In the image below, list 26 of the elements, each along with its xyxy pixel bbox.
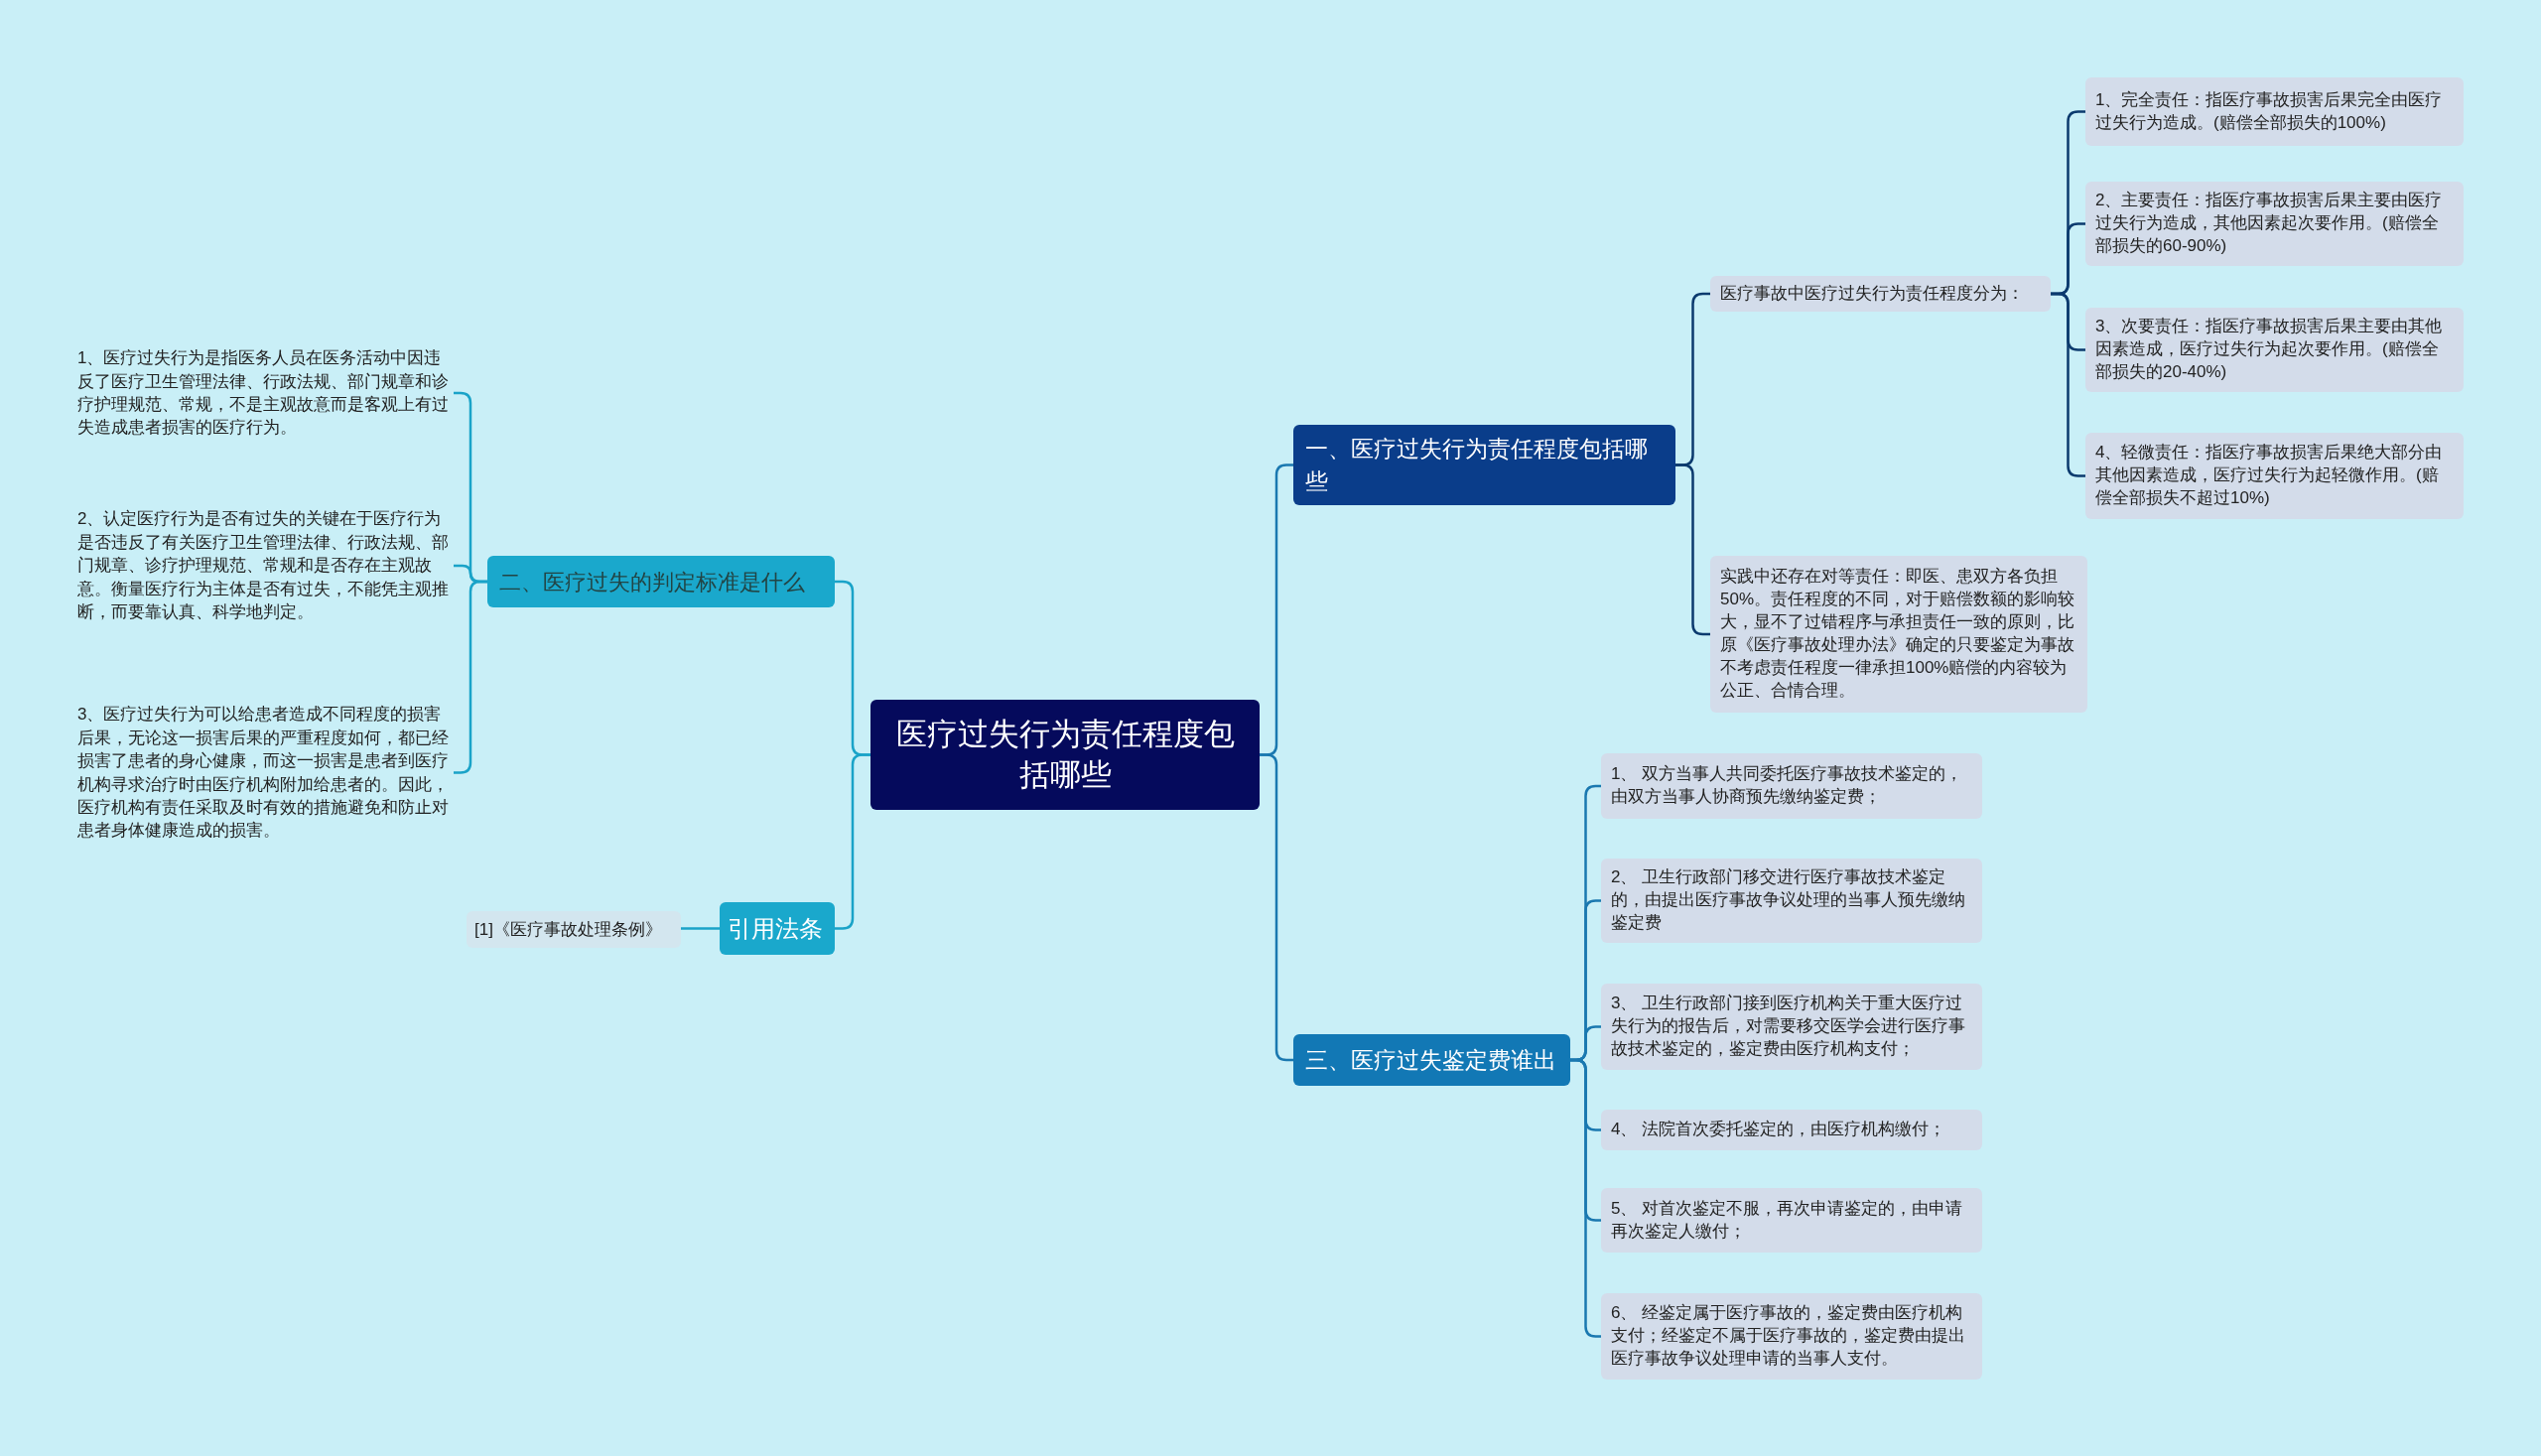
branch-topic: 引用法条 bbox=[720, 902, 835, 955]
subtopic-box: 1、完全责任：指医疗事故损害后果完全由医疗过失行为造成。(赔偿全部损失的100%) bbox=[2085, 77, 2464, 146]
connector-line bbox=[1260, 753, 1293, 1062]
connector-line bbox=[1675, 463, 1710, 636]
subtopic-box: 5、 对首次鉴定不服，再次申请鉴定的，由申请再次鉴定人缴付； bbox=[1601, 1188, 1982, 1253]
subtopic-box: 2、主要责任：指医疗事故损害后果主要由医疗过失行为造成，其他因素起次要作用。(赔偿全部损失的60-90%) bbox=[2085, 182, 2464, 266]
branch-topic: 一、医疗过失行为责任程度包括哪些 bbox=[1293, 425, 1675, 505]
connector-line bbox=[2051, 292, 2085, 477]
connector-line bbox=[681, 927, 720, 930]
citation-box: [1]《医疗事故处理条例》 bbox=[467, 911, 681, 948]
connector-line bbox=[835, 753, 870, 930]
subtopic-text: 2、认定医疗行为是否有过失的关键在于医疗行为是否违反了有关医疗卫生管理法律、行政法规、部门规章、诊疗护理规范、常规和是否存在主观故意。衡量医疗行为主体是否有过失，不能凭主观推断，而要靠认真、科学地判定。 bbox=[77, 496, 454, 635]
subtopic-text: 3、医疗过失行为可以给患者造成不同程度的损害后果，无论这一损害后果的严重程度如何，都已经损害了患者的身心健康，而这一损害是患者到医疗机构寻求治疗时由医疗机构附加给患者的。因此，医疗机构有责任采取及时有效的措施避免和防止对患者身体健康造成的损害。 bbox=[77, 692, 454, 854]
subtopic-box: 3、 卫生行政部门接到医疗机构关于重大医疗过失行为的报告后，对需要移交医学会进行医疗事故技术鉴定的，鉴定费由医疗机构支付； bbox=[1601, 984, 1982, 1070]
subtopic-box: 1、 双方当事人共同委托医疗事故技术鉴定的，由双方当事人协商预先缴纳鉴定费； bbox=[1601, 753, 1982, 819]
branch-topic: 三、医疗过失鉴定费谁出 bbox=[1293, 1034, 1570, 1086]
branch-topic: 二、医疗过失的判定标准是什么 bbox=[487, 556, 835, 607]
subtopic-box: 医疗事故中医疗过失行为责任程度分为： bbox=[1710, 276, 2051, 312]
subtopic-box: 6、 经鉴定属于医疗事故的，鉴定费由医疗机构支付；经鉴定不属于医疗事故的，鉴定费由提出医疗事故争议处理申请的当事人支付。 bbox=[1601, 1293, 1982, 1380]
central-topic: 医疗过失行为责任程度包括哪些 bbox=[870, 700, 1260, 810]
subtopic-box: 3、次要责任：指医疗事故损害后果主要由其他因素造成，医疗过失行为起次要作用。(赔偿全部损失的20-40%) bbox=[2085, 308, 2464, 392]
subtopic-box: 2、 卫生行政部门移交进行医疗事故技术鉴定的，由提出医疗事故争议处理的当事人预先缴纳鉴定费 bbox=[1601, 859, 1982, 943]
subtopic-box: 4、 法院首次委托鉴定的，由医疗机构缴付； bbox=[1601, 1110, 1982, 1150]
subtopic-box: 实践中还存在对等责任：即医、患双方各负担50%。责任程度的不同，对于赔偿数额的影响较大，显不了过错程序与承担责任一致的原则，比原《医疗事故处理办法》确定的只要鉴定为事故不考虑责任程度一律承担100%赔偿的内容较为公正、合情合理。 bbox=[1710, 556, 2087, 713]
subtopic-text: 1、医疗过失行为是指医务人员在医务活动中因违反了医疗卫生管理法律、行政法规、部门规章和诊疗护理规范、常规，不是主观故意而是客观上有过失造成患者损害的医疗行为。 bbox=[77, 345, 454, 441]
subtopic-box: 4、轻微责任：指医疗事故损害后果绝大部分由其他因素造成，医疗过失行为起轻微作用。(赔偿全部损失不超过10%) bbox=[2085, 433, 2464, 519]
